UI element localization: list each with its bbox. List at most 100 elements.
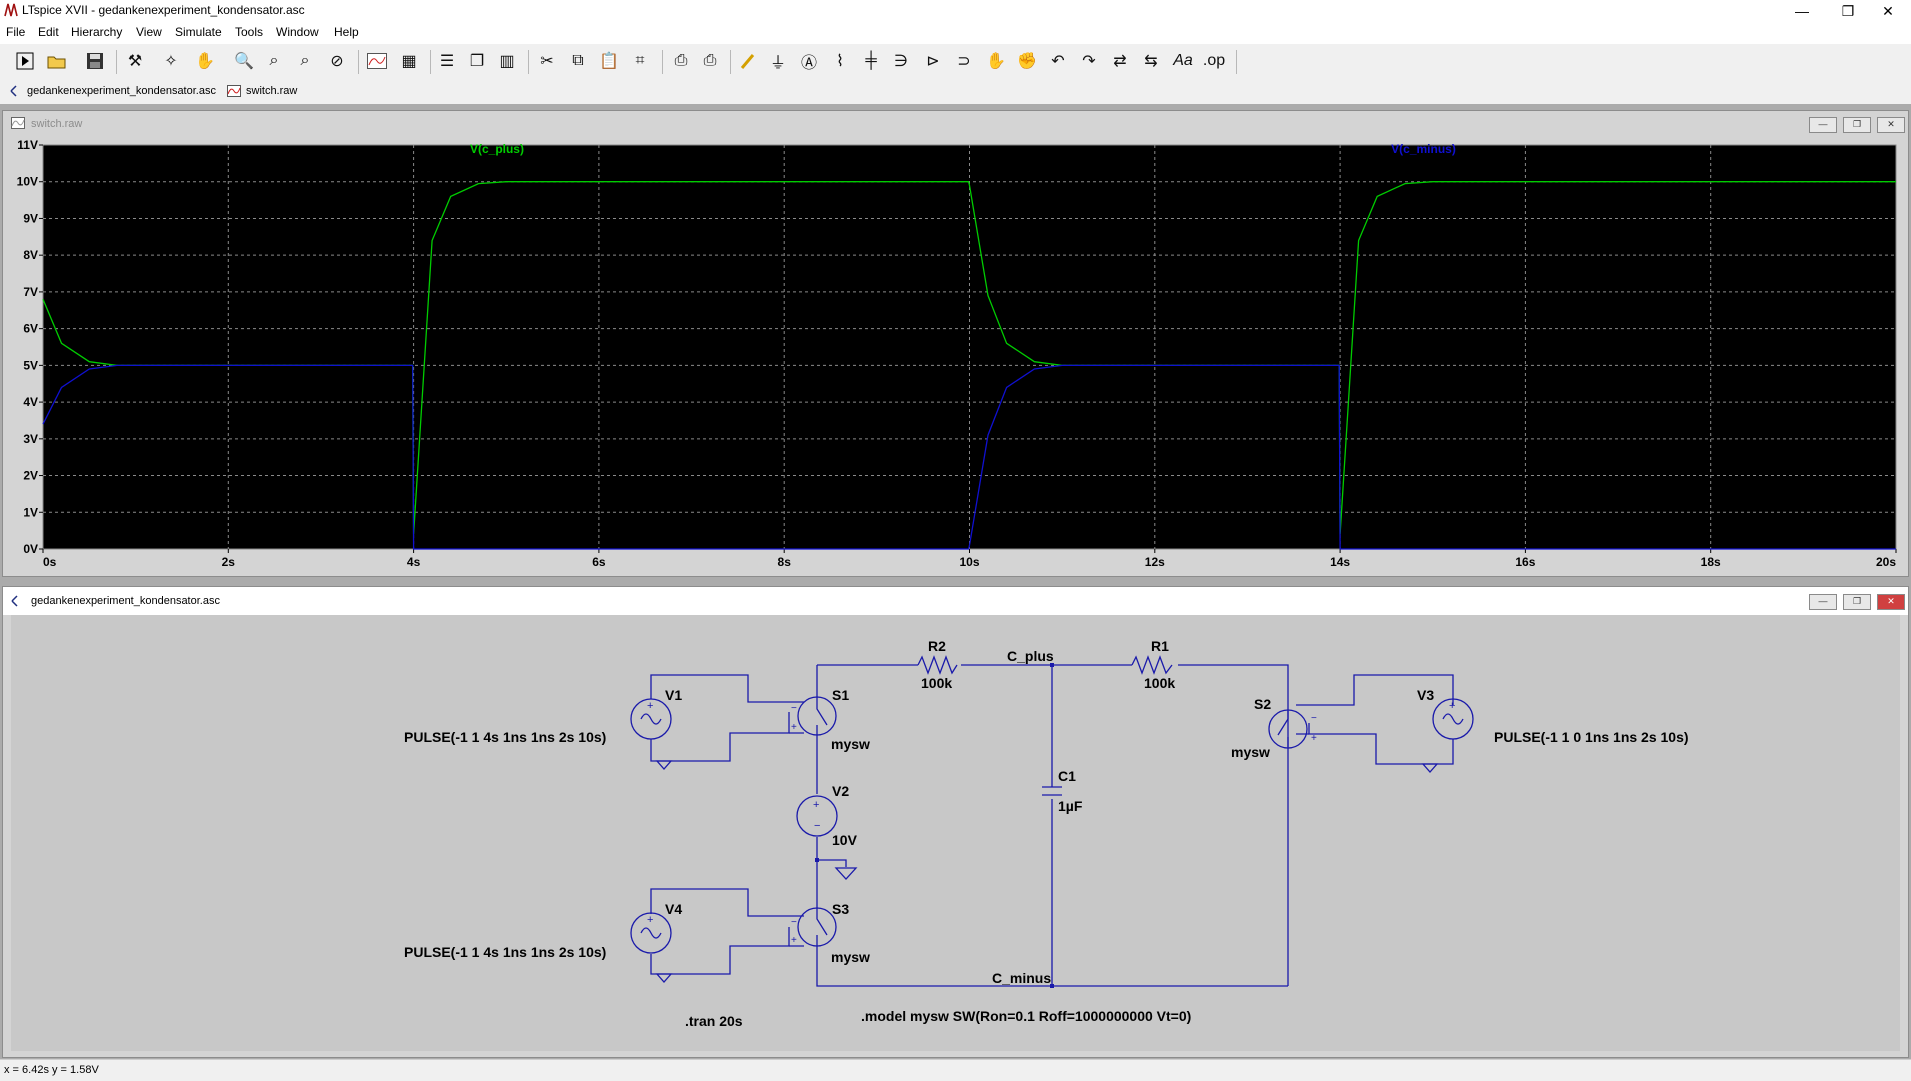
spice-directive-icon[interactable]: .op (1202, 52, 1226, 69)
rotate-icon[interactable]: ⇄ (1113, 53, 1127, 70)
x-tick-label: 20s (1876, 555, 1896, 569)
label-r1-value: 100k (1144, 675, 1175, 691)
tile-v-icon[interactable]: ▥ (499, 53, 515, 70)
subwindow-close-button[interactable]: ✕ (1877, 594, 1905, 610)
resistor-icon[interactable]: ⌇ (836, 53, 844, 70)
find-icon[interactable]: ⌗ (635, 52, 645, 69)
label-v1-source: PULSE(-1 1 4s 1ns 1ns 2s 10s) (404, 729, 606, 745)
label-r2-value: 100k (921, 675, 952, 691)
svg-text:+: + (1449, 700, 1455, 712)
svg-text:−: − (814, 820, 820, 832)
menu-simulate[interactable]: Simulate (175, 25, 222, 39)
text-icon[interactable]: Aa (1173, 52, 1193, 69)
waveform-window-titlebar: switch.raw — ❐ ✕ (3, 111, 1908, 137)
x-tick-label: 4s (407, 555, 421, 569)
subwindow-maximize-button[interactable]: ❐ (1843, 594, 1871, 610)
x-tick-label: 16s (1515, 555, 1535, 569)
paste-icon[interactable]: 📋 (599, 53, 619, 70)
label-s1: S1 (832, 687, 849, 703)
label-icon[interactable]: Ⓐ (800, 55, 817, 72)
cut-icon[interactable]: ✂ (540, 53, 554, 70)
maximize-button[interactable]: ❐ (1841, 3, 1855, 19)
menu-window[interactable]: Window (276, 25, 319, 39)
y-tick-label: 3V (23, 432, 38, 446)
schematic-canvas[interactable]: ++++− −+−+−+ V1 S1 mysw V2 10V V4 S3 (11, 615, 1900, 1051)
y-tick-label: 1V (23, 505, 38, 519)
menu-hierarchy[interactable]: Hierarchy (71, 25, 123, 39)
schematic-window-titlebar: gedankenexperiment_kondensator.asc — ❐ ✕ (3, 587, 1908, 615)
waveform-dim-icon[interactable]: ▦ (401, 53, 417, 70)
run-icon[interactable] (12, 48, 38, 74)
component-icon[interactable]: ⊃ (957, 53, 971, 70)
schematic-icon (11, 595, 18, 607)
tab-waveform[interactable]: switch.raw (227, 85, 297, 97)
model-directive[interactable]: .model mysw SW(Ron=0.1 Roff=1000000000 V… (861, 1008, 1191, 1024)
print-setup-icon[interactable]: ⎙ (703, 52, 717, 69)
zoom-in-icon[interactable]: 🔍 (234, 53, 254, 70)
cascade-icon[interactable]: ❐ (469, 53, 485, 70)
redo-icon[interactable]: ↷ (1082, 53, 1096, 70)
move-icon[interactable]: ✋ (986, 53, 1006, 70)
subwindow-close-button[interactable]: ✕ (1877, 117, 1905, 133)
label-v4-source: PULSE(-1 1 4s 1ns 1ns 2s 10s) (404, 944, 606, 960)
diode-icon[interactable]: ⊳ (926, 53, 940, 70)
menu-view[interactable]: View (136, 25, 162, 39)
open-icon[interactable] (44, 48, 70, 74)
menu-edit[interactable]: Edit (38, 25, 59, 39)
capacitor-icon[interactable]: ╪ (865, 52, 877, 69)
probe-icon[interactable]: ✧ (164, 53, 178, 70)
menu-tools[interactable]: Tools (235, 25, 264, 39)
toolbar-separator (662, 50, 663, 74)
zoom-out-icon[interactable]: ⌕ (300, 52, 310, 69)
cursor-readout: x = 6.42s y = 1.58V (4, 1064, 99, 1076)
tile-h-icon[interactable]: ☰ (439, 53, 455, 70)
menu-bar: File Edit Hierarchy View Simulate Tools … (0, 22, 1911, 44)
ltspice-app-icon (4, 3, 18, 17)
y-tick-label: 0V (23, 542, 38, 556)
component-labels: V1 S1 mysw V2 10V V4 S3 mysw R2 100k C_p… (404, 638, 1689, 1029)
zoom-fit-icon[interactable]: ⊘ (330, 53, 344, 70)
waveform-icon (11, 117, 25, 129)
control-panel-icon[interactable]: ⚒ (127, 53, 143, 70)
close-button[interactable]: ✕ (1882, 3, 1894, 19)
menu-help[interactable]: Help (334, 25, 359, 39)
label-s3-model: mysw (831, 949, 870, 965)
label-r2: R2 (928, 638, 946, 654)
x-tick-label: 12s (1145, 555, 1165, 569)
toolbar-separator (430, 50, 431, 74)
copy-icon[interactable]: ⧉ (572, 52, 584, 69)
subwindow-maximize-button[interactable]: ❐ (1843, 117, 1871, 133)
svg-text:−: − (791, 703, 797, 714)
waveform-icon[interactable] (364, 48, 390, 74)
y-tick-label: 4V (23, 395, 38, 409)
title-bar: LTspice XVII - gedankenexperiment_konden… (0, 0, 1911, 22)
print-icon[interactable]: ⎙ (674, 52, 688, 69)
wire-icon[interactable] (735, 48, 761, 74)
legend-label: V(c_plus) (470, 142, 524, 156)
ground-symbols (655, 760, 1439, 983)
pan-icon[interactable]: ✋ (195, 53, 215, 70)
minimize-button[interactable]: — (1795, 3, 1809, 19)
label-c1: C1 (1058, 768, 1076, 784)
subwindow-minimize-button[interactable]: — (1809, 594, 1837, 610)
drag-icon[interactable]: ✊ (1017, 53, 1037, 70)
save-icon[interactable] (82, 48, 108, 74)
tab-schematic[interactable]: gedankenexperiment_kondensator.asc (10, 85, 216, 97)
tran-directive[interactable]: .tran 20s (685, 1013, 743, 1029)
label-c-plus: C_plus (1007, 648, 1054, 664)
y-tick-label: 2V (23, 469, 38, 483)
svg-text:+: + (791, 935, 797, 946)
ground-icon[interactable]: ⏚ (769, 55, 786, 72)
subwindow-minimize-button[interactable]: — (1809, 117, 1837, 133)
schematic-window: gedankenexperiment_kondensator.asc — ❐ ✕ (2, 586, 1909, 1058)
schematic-window-title: gedankenexperiment_kondensator.asc (31, 595, 220, 607)
zoom-area-icon[interactable]: ⌕ (269, 52, 279, 69)
svg-text:+: + (1311, 733, 1317, 744)
inductor-icon[interactable]: ∋ (894, 53, 908, 70)
mirror-icon[interactable]: ⇆ (1144, 53, 1158, 70)
legend-label: V(c_minus) (1391, 142, 1456, 156)
menu-file[interactable]: File (6, 25, 26, 39)
undo-icon[interactable]: ↶ (1051, 53, 1065, 70)
